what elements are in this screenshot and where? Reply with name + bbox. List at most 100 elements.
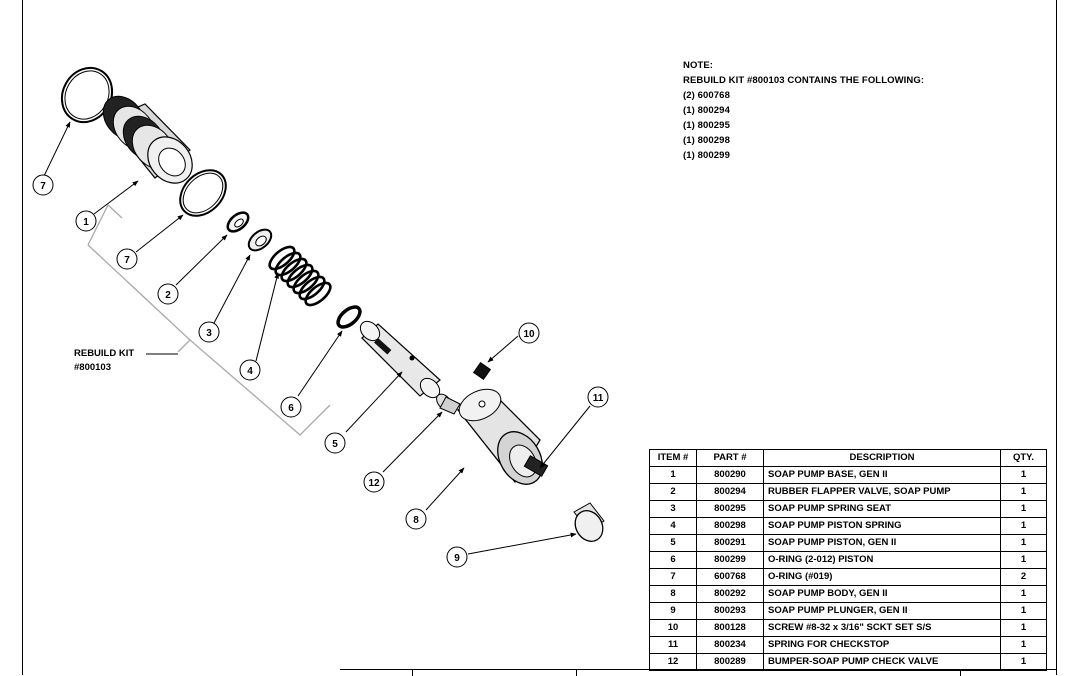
- note-line: (1) 800298: [683, 135, 730, 146]
- bom-part: 800298: [696, 517, 764, 535]
- bom-part: 800295: [696, 500, 764, 518]
- part-11-spring: [523, 455, 549, 477]
- bom-item: 8: [649, 585, 697, 603]
- bom-part: 800234: [696, 636, 764, 654]
- bom-item: 11: [649, 636, 697, 654]
- bom-item: 9: [649, 602, 697, 620]
- rebuild-kit-label-line1: REBUILD KIT: [74, 348, 135, 359]
- bom-description: SOAP PUMP SPRING SEAT: [763, 500, 1001, 518]
- bom-part: 600768: [696, 568, 764, 586]
- bom-item: 2: [649, 483, 697, 501]
- bom-description: SOAP PUMP BODY, GEN II: [763, 585, 1001, 603]
- bom-part: 800292: [696, 585, 764, 603]
- note-line: (1) 800294: [683, 105, 730, 116]
- bom-part: 800293: [696, 602, 764, 620]
- rebuild-kit-label-line2: #800103: [74, 362, 111, 373]
- balloon-12: 12: [363, 471, 385, 493]
- part-12-bumper: [436, 393, 461, 415]
- bom-item: 6: [649, 551, 697, 569]
- bom-description: SOAP PUMP BASE, GEN II: [763, 466, 1001, 484]
- balloon-7-second: 7: [116, 248, 138, 270]
- balloon-1-label: 1: [83, 217, 89, 228]
- part-7-oring-second: [179, 169, 227, 217]
- rebuild-kit-label: REBUILD KIT #800103: [74, 347, 134, 375]
- bom-part: 800128: [696, 619, 764, 637]
- balloon-12-label: 12: [368, 478, 380, 489]
- note-line: (1) 800299: [683, 150, 730, 161]
- balloon-5-label: 5: [332, 439, 338, 450]
- bom-qty: 1: [1000, 483, 1047, 501]
- balloon-10-label: 10: [523, 329, 535, 340]
- balloon-3-label: 3: [206, 328, 212, 339]
- bom-qty: 1: [1000, 466, 1047, 484]
- balloon-1: 1: [75, 210, 97, 232]
- balloon-8-label: 8: [413, 515, 419, 526]
- bom-description: SPRING FOR CHECKSTOP: [763, 636, 1001, 654]
- balloon-2: 2: [157, 283, 179, 305]
- bom-part: 800290: [696, 466, 764, 484]
- part-1-base: [102, 95, 193, 184]
- bom-item: 12: [649, 653, 697, 671]
- bom-part: 800294: [696, 483, 764, 501]
- part-8-body: [457, 388, 543, 485]
- part-9-plunger: [573, 502, 605, 542]
- bom-part: 800299: [696, 551, 764, 569]
- bom-item: 7: [649, 568, 697, 586]
- bom-description: SCREW #8-32 x 3/16" SCKT SET S/S: [763, 619, 1001, 637]
- bom-qty: 1: [1000, 619, 1047, 637]
- balloon-7-top: 7: [32, 174, 54, 196]
- bom-description: RUBBER FLAPPER VALVE, SOAP PUMP: [763, 483, 1001, 501]
- bom-part: 800289: [696, 653, 764, 671]
- part-2-flapper-valve: [226, 211, 250, 233]
- balloon-4: 4: [239, 359, 261, 381]
- part-6-oring-piston: [336, 305, 362, 329]
- balloon-4-label: 4: [247, 366, 253, 377]
- bom-header-item: ITEM #: [649, 449, 697, 467]
- bom-qty: 1: [1000, 500, 1047, 518]
- title-block-edge: [340, 669, 1056, 676]
- bom-part: 800291: [696, 534, 764, 552]
- note-heading: NOTE:: [683, 60, 714, 71]
- bom-qty: 1: [1000, 534, 1047, 552]
- bom-qty: 2: [1000, 568, 1047, 586]
- part-4-spring: [268, 245, 332, 307]
- note-line: REBUILD KIT #800103 CONTAINS THE FOLLOWI…: [683, 75, 925, 86]
- part-3-spring-seat: [247, 228, 273, 252]
- note-line: (1) 800295: [683, 120, 730, 131]
- bom-description: O-RING (#019): [763, 568, 1001, 586]
- bom-item: 4: [649, 517, 697, 535]
- bom-qty: 1: [1000, 602, 1047, 620]
- part-5-piston: [359, 320, 441, 399]
- bom-header-row: ITEM # PART # DESCRIPTION QTY.: [649, 449, 1047, 467]
- balloon-3: 3: [198, 321, 220, 343]
- balloon-7-second-label: 7: [124, 255, 130, 266]
- bom-header-description: DESCRIPTION: [763, 449, 1001, 467]
- balloon-10: 10: [518, 322, 540, 344]
- balloon-5: 5: [324, 432, 346, 454]
- bom-header-qty: QTY.: [1000, 449, 1047, 467]
- bom-qty: 1: [1000, 517, 1047, 535]
- bom-qty: 1: [1000, 585, 1047, 603]
- rebuild-kit-note: NOTE: REBUILD KIT #800103 CONTAINS THE F…: [683, 58, 924, 163]
- bom-header-part: PART #: [696, 449, 764, 467]
- balloon-11: 11: [587, 386, 609, 408]
- balloon-7-top-label: 7: [40, 181, 46, 192]
- bom-description: BUMPER-SOAP PUMP CHECK VALVE: [763, 653, 1001, 671]
- bom-qty: 1: [1000, 636, 1047, 654]
- bom-qty: 1: [1000, 653, 1047, 671]
- bom-item: 1: [649, 466, 697, 484]
- bom-qty: 1: [1000, 551, 1047, 569]
- bom-item: 10: [649, 619, 697, 637]
- bom-description: SOAP PUMP PISTON, GEN II: [763, 534, 1001, 552]
- bom-item: 3: [649, 500, 697, 518]
